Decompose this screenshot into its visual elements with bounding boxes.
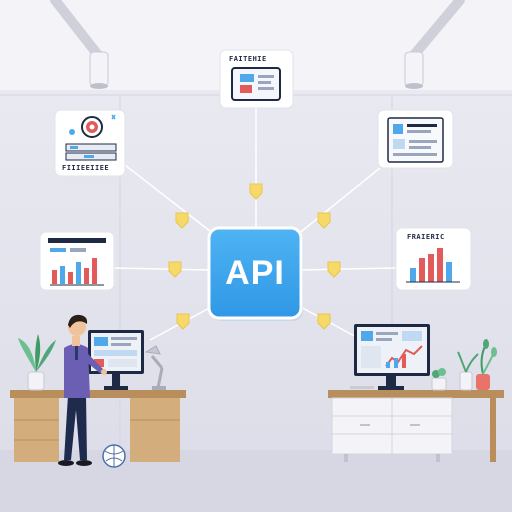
connector-lines — [112, 108, 397, 341]
connector-node-upper-left — [175, 212, 189, 229]
card-left-bar-chart — [39, 231, 115, 291]
person-standing — [58, 314, 107, 466]
desk-left — [10, 390, 186, 462]
ceiling-lamp-left — [50, 0, 109, 89]
connector-node-right — [327, 261, 341, 278]
card-top-dashboard — [219, 49, 294, 109]
card-upper-right-document — [377, 109, 454, 169]
ceiling-lamp-right — [404, 0, 465, 89]
plant-right-small — [431, 368, 447, 391]
card-upper-left-analytics — [54, 109, 126, 177]
desk-right — [328, 390, 504, 462]
connector-node-upper-right — [317, 212, 331, 229]
desk-lamp — [144, 345, 166, 390]
monitor-right — [354, 324, 430, 390]
monitor-left — [88, 330, 144, 390]
keyboard — [350, 386, 374, 389]
connector-node-lower-left — [176, 313, 190, 330]
mini-bar-chart-right — [410, 248, 452, 282]
mini-bar-chart-left — [52, 258, 97, 284]
card-right-bar-chart — [395, 227, 472, 291]
api-hub — [207, 226, 303, 320]
connector-node-left — [168, 261, 182, 278]
plant-right-pots — [457, 339, 497, 391]
ball — [102, 444, 126, 468]
plant-left — [18, 334, 56, 391]
connector-node-top — [249, 183, 263, 200]
connector-nodes — [168, 183, 341, 330]
floor — [0, 450, 512, 512]
connector-node-lower-right — [317, 313, 331, 330]
